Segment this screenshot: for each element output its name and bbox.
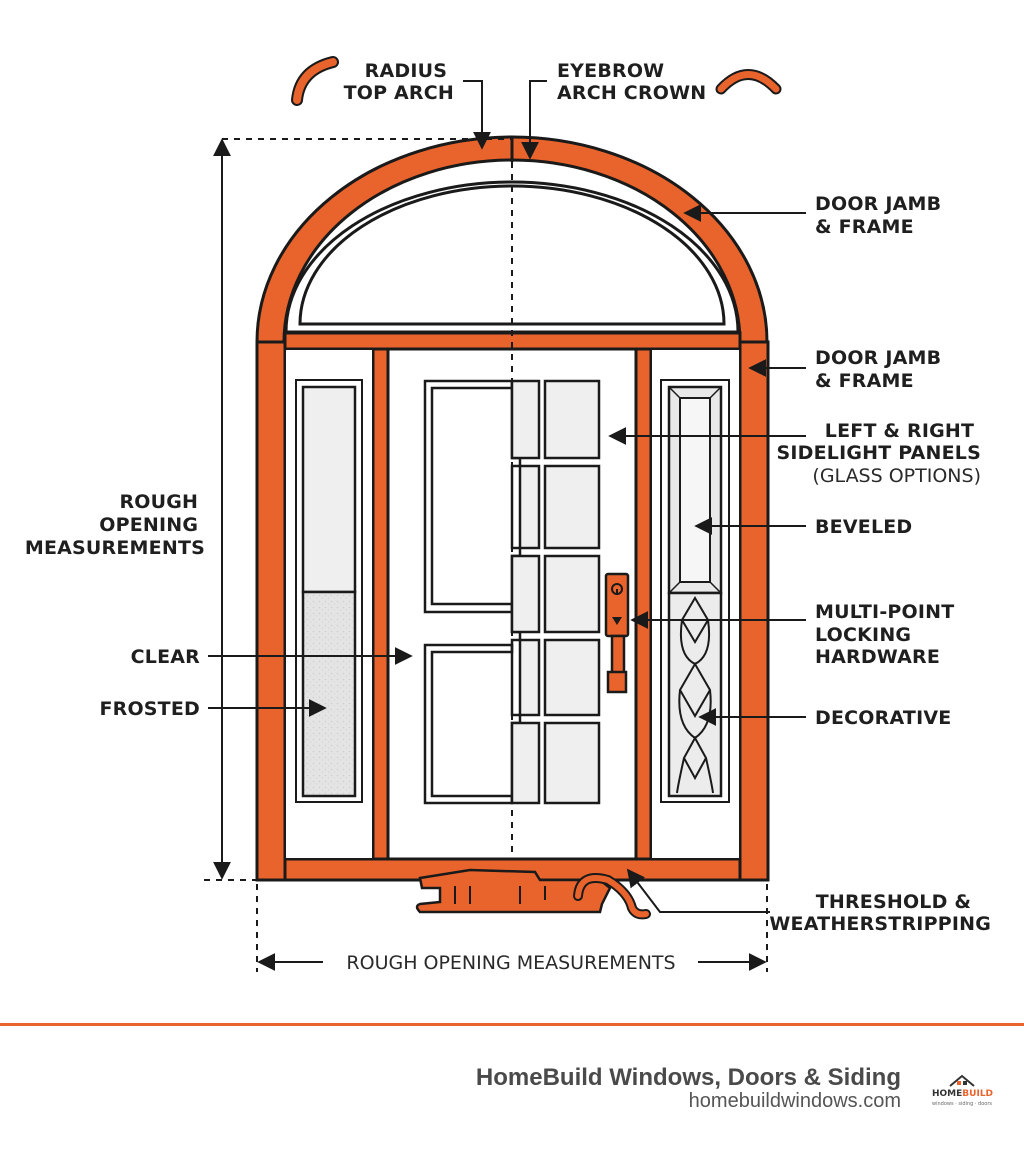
label-rough-opening-horizontal: ROUGH OPENING MEASUREMENTS: [346, 952, 675, 974]
leader-eyebrow-arch: [521, 80, 547, 160]
logo-build: BUILD: [962, 1089, 994, 1099]
label-beveled: BEVELED: [815, 516, 912, 538]
transom-glass: [284, 180, 740, 334]
label-clear: CLEAR: [131, 646, 201, 668]
label-sidelight-panels: LEFT & RIGHT SIDELIGHT PANELS: [776, 420, 981, 464]
decorative-glass: [667, 591, 723, 798]
company-url[interactable]: homebuildwindows.com: [688, 1090, 901, 1112]
logo-home: HOME: [932, 1089, 963, 1099]
right-mullion: [634, 347, 653, 861]
label-door-jamb-top: DOOR JAMB & FRAME: [815, 193, 948, 238]
right-sidelight: [650, 348, 741, 860]
logo-tagline: windows · siding · doors: [932, 1101, 992, 1107]
left-mullion: [371, 347, 390, 861]
label-rough-opening-vertical: ROUGH OPENING MEASUREMENTS: [25, 491, 205, 559]
rough-opening-extents: [204, 138, 768, 972]
label-radius-top-arch: RADIUS TOP ARCH: [344, 60, 454, 104]
company-name: HomeBuild Windows, Doors & Siding: [475, 1064, 901, 1091]
right-jamb: [738, 340, 770, 882]
leader-radius-top-arch: [463, 80, 491, 150]
label-door-jamb-side: DOOR JAMB & FRAME: [815, 347, 948, 392]
footer-rule: [0, 1023, 1024, 1026]
label-locking-hardware: MULTI-POINT LOCKING HARDWARE: [815, 601, 961, 668]
label-glass-options: (GLASS OPTIONS): [812, 465, 981, 487]
label-frosted: FROSTED: [99, 698, 200, 720]
label-decorative: DECORATIVE: [815, 707, 951, 729]
main-door: [386, 347, 638, 861]
left-jamb: [255, 340, 287, 882]
frosted-glass: [301, 590, 357, 798]
left-sidelight: [284, 348, 374, 860]
threshold-profile: [415, 868, 651, 920]
label-threshold: THRESHOLD & WEATHERSTRIPPING: [769, 891, 991, 935]
locking-hardware: [604, 572, 630, 694]
leader-threshold: [626, 868, 770, 913]
logo-house-icon: [949, 1074, 975, 1087]
logo-wordmark: HOMEBUILD: [932, 1089, 994, 1099]
homebuild-logo: HOMEBUILD windows · siding · doors: [932, 1073, 994, 1113]
label-eyebrow-arch-crown: EYEBROW ARCH CROWN: [557, 60, 706, 104]
